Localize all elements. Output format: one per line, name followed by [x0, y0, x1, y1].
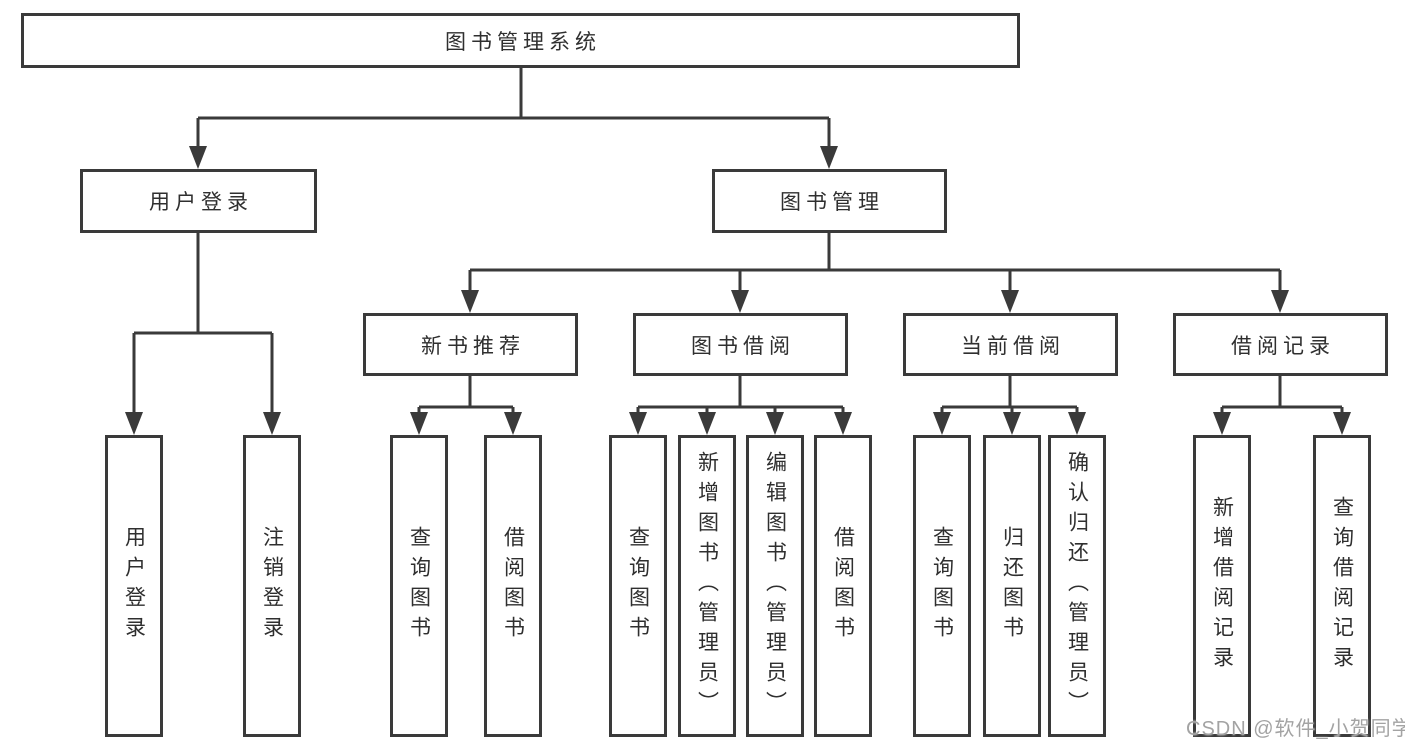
csdn-watermark: CSDN @软件_小贺同学	[1186, 718, 1405, 740]
leaf-add-borrow-record: 新增借阅记录	[1193, 435, 1251, 737]
node-current-borrowing: 当前借阅	[903, 313, 1118, 376]
leaf-return-books: 归还图书	[983, 435, 1041, 737]
leaf-edit-books-admin: 编辑图书（管理员）	[746, 435, 804, 737]
leaf-label: 查询借阅记录	[1330, 496, 1354, 676]
leaf-borrow-books-1: 借阅图书	[484, 435, 542, 737]
arrow-down-icon	[461, 290, 479, 313]
leaf-query-borrow-record: 查询借阅记录	[1313, 435, 1371, 737]
arrow-down-icon	[766, 412, 784, 435]
arrow-down-icon	[820, 146, 838, 169]
arrow-down-icon	[263, 412, 281, 435]
leaf-label: 用户登录	[122, 526, 146, 646]
arrow-down-icon	[1213, 412, 1231, 435]
arrow-down-icon	[1003, 412, 1021, 435]
arrow-down-icon	[1068, 412, 1086, 435]
arrow-down-icon	[1001, 290, 1019, 313]
arrow-down-icon	[125, 412, 143, 435]
leaf-add-books-admin: 新增图书（管理员）	[678, 435, 736, 737]
leaf-label: 注销登录	[260, 526, 284, 646]
leaf-borrow-books-2: 借阅图书	[814, 435, 872, 737]
arrow-down-icon	[410, 412, 428, 435]
leaf-user-login: 用户登录	[105, 435, 163, 737]
leaf-query-books-2: 查询图书	[609, 435, 667, 737]
leaf-label: 借阅图书	[831, 526, 855, 646]
arrow-down-icon	[834, 412, 852, 435]
leaf-label: 借阅图书	[501, 526, 525, 646]
leaf-logout: 注销登录	[243, 435, 301, 737]
leaf-label: 编辑图书（管理员）	[763, 451, 787, 721]
leaf-label: 新增借阅记录	[1210, 496, 1234, 676]
leaf-query-books-3: 查询图书	[913, 435, 971, 737]
arrow-down-icon	[1271, 290, 1289, 313]
arrow-down-icon	[504, 412, 522, 435]
node-book-borrowing: 图书借阅	[633, 313, 848, 376]
leaf-label: 归还图书	[1000, 526, 1024, 646]
node-root-library-management-system: 图书管理系统	[21, 13, 1020, 68]
arrow-down-icon	[189, 146, 207, 169]
node-user-login: 用户登录	[80, 169, 317, 233]
leaf-confirm-return-admin: 确认归还（管理员）	[1048, 435, 1106, 737]
node-book-management: 图书管理	[712, 169, 947, 233]
arrow-down-icon	[933, 412, 951, 435]
arrow-down-icon	[1333, 412, 1351, 435]
leaf-query-books-1: 查询图书	[390, 435, 448, 737]
arrow-down-icon	[629, 412, 647, 435]
leaf-label: 新增图书（管理员）	[695, 451, 719, 721]
leaf-label: 查询图书	[626, 526, 650, 646]
arrow-down-icon	[731, 290, 749, 313]
node-new-book-recommendation: 新书推荐	[363, 313, 578, 376]
arrow-down-icon	[698, 412, 716, 435]
node-borrowing-records: 借阅记录	[1173, 313, 1388, 376]
leaf-label: 查询图书	[930, 526, 954, 646]
leaf-label: 确认归还（管理员）	[1065, 451, 1089, 721]
leaf-label: 查询图书	[407, 526, 431, 646]
